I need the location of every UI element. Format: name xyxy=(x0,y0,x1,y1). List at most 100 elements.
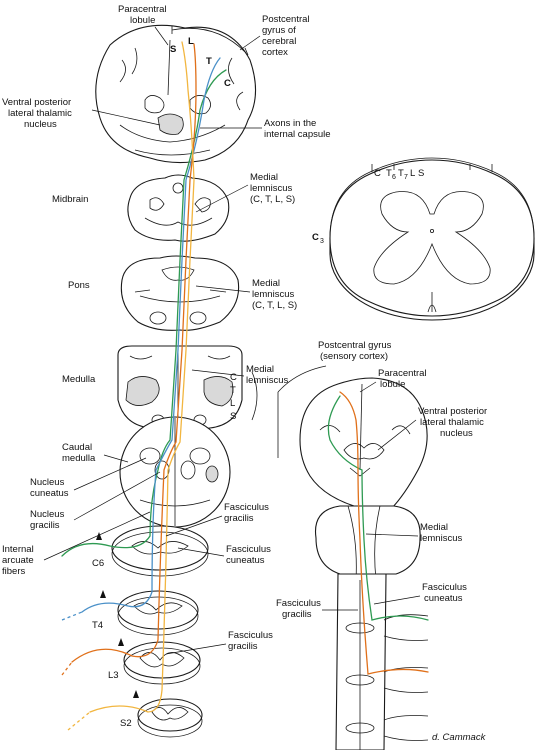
svg-text:S2: S2 xyxy=(120,718,132,729)
svg-text:cerebral: cerebral xyxy=(262,36,296,47)
svg-text:cuneatus: cuneatus xyxy=(226,555,265,566)
svg-text:Medial: Medial xyxy=(420,522,448,533)
svg-text:3: 3 xyxy=(320,238,324,245)
label-postcentral-gyrus: Postcentral gyrus of cerebral cortex xyxy=(239,14,310,58)
svg-text:internal capsule: internal capsule xyxy=(264,129,331,140)
svg-text:C: C xyxy=(312,232,319,243)
svg-text:Paracentral: Paracentral xyxy=(378,368,427,379)
svg-text:fibers: fibers xyxy=(2,566,25,577)
lumbar-root-dashed xyxy=(61,661,73,676)
svg-text:T: T xyxy=(206,56,212,67)
svg-text:gracilis: gracilis xyxy=(228,641,258,652)
label-fasciculus-gracilis-lower: Fasciculus gracilis xyxy=(165,630,273,655)
ctls-bracket xyxy=(251,371,258,421)
svg-text:gracilis: gracilis xyxy=(30,520,60,531)
artist-signature: d. Cammack xyxy=(432,732,487,743)
l3-arrow xyxy=(118,638,124,646)
label-right-vpl-nucleus: Ventral posterior lateral thalamic nucle… xyxy=(377,406,487,451)
label-internal-arcuate-fibers: Internal arcuate fibers xyxy=(2,511,151,577)
label-right-paracentral-lobule: Paracentral lobule xyxy=(359,368,427,393)
svg-text:Fasciculus: Fasciculus xyxy=(228,630,273,641)
ctls-letters: C T L S xyxy=(230,372,237,422)
svg-text:T: T xyxy=(386,168,392,179)
c3-level-label: C 3 xyxy=(312,232,324,245)
c3-dorsal-letters: C T 6 T 7 L S xyxy=(374,168,424,181)
svg-text:C: C xyxy=(374,168,381,179)
cortex-letters: S L T C xyxy=(170,36,231,89)
svg-text:cortex: cortex xyxy=(262,47,288,58)
svg-text:T: T xyxy=(230,385,236,396)
svg-text:S: S xyxy=(418,168,424,179)
label-right-postcentral-gyrus: Postcentral gyrus (sensory cortex) xyxy=(318,340,392,362)
right-gyrus-arc xyxy=(277,365,327,393)
svg-text:(sensory cortex): (sensory cortex) xyxy=(320,351,388,362)
svg-text:Fasciculus: Fasciculus xyxy=(226,544,271,555)
svg-text:C6: C6 xyxy=(92,558,104,569)
svg-text:Postcentral gyrus: Postcentral gyrus xyxy=(318,340,392,351)
label-right-medial-lemniscus: Medial lemniscus xyxy=(365,522,462,544)
svg-text:lemniscus: lemniscus xyxy=(252,289,294,300)
svg-text:lemniscus: lemniscus xyxy=(420,533,462,544)
svg-text:Caudal: Caudal xyxy=(62,442,92,453)
right-spinal-cord xyxy=(335,573,429,750)
svg-text:gracilis: gracilis xyxy=(224,513,254,524)
svg-text:Fasciculus: Fasciculus xyxy=(276,598,321,609)
svg-text:Axons in the: Axons in the xyxy=(264,118,316,129)
svg-text:cuneatus: cuneatus xyxy=(30,488,69,499)
svg-text:nucleus: nucleus xyxy=(24,119,57,130)
label-medial-lemniscus-midbrain: Medial lemniscus (C, T, L, S) xyxy=(195,172,295,213)
svg-text:Medial: Medial xyxy=(246,364,274,375)
label-internal-capsule: Axons in the internal capsule xyxy=(200,118,331,140)
svg-text:S: S xyxy=(230,411,236,422)
label-vpl-nucleus-left: Ventral posterior lateral thalamic nucle… xyxy=(2,97,161,130)
svg-text:cuneatus: cuneatus xyxy=(424,593,463,604)
tract-sacral xyxy=(89,41,195,713)
svg-text:Midbrain: Midbrain xyxy=(52,194,88,205)
right-brain-outline xyxy=(299,377,428,511)
svg-text:C: C xyxy=(224,78,231,89)
c6-arrow xyxy=(96,532,102,540)
svg-text:Paracentral: Paracentral xyxy=(118,4,167,15)
tract-cervical xyxy=(61,69,227,557)
svg-text:T: T xyxy=(398,168,404,179)
svg-text:Ventral posterior: Ventral posterior xyxy=(418,406,487,417)
s2-arrow xyxy=(133,690,139,698)
cord-section-s2 xyxy=(137,698,203,738)
label-fasciculus-gracilis-upper: Fasciculus gracilis xyxy=(165,502,269,537)
right-tract-cervical xyxy=(327,395,429,621)
label-fasciculus-cuneatus-upper: Fasciculus cuneatus xyxy=(177,544,271,566)
svg-text:Nucleus: Nucleus xyxy=(30,477,65,488)
label-medial-lemniscus-pons: Medial lemniscus (C, T, L, S) xyxy=(195,278,297,311)
svg-text:gracilis: gracilis xyxy=(282,609,312,620)
label-nucleus-cuneatus: Nucleus cuneatus xyxy=(30,457,147,499)
svg-text:gyrus of: gyrus of xyxy=(262,25,296,36)
svg-text:7: 7 xyxy=(404,174,408,181)
t4-arrow xyxy=(100,590,106,598)
svg-text:Medial: Medial xyxy=(250,172,278,183)
svg-text:S: S xyxy=(170,44,176,55)
svg-text:Fasciculus: Fasciculus xyxy=(224,502,269,513)
sacral-root-dashed xyxy=(67,711,91,731)
spinal-level-labels: C6 T4 L3 S2 xyxy=(92,558,132,729)
svg-text:Ventral posterior: Ventral posterior xyxy=(2,97,71,108)
label-medial-lemniscus-medulla: Medial lemniscus xyxy=(191,364,288,386)
thoracic-root-dashed xyxy=(61,611,83,621)
label-midbrain: Midbrain xyxy=(52,194,88,205)
svg-text:L3: L3 xyxy=(108,670,119,681)
svg-text:Internal: Internal xyxy=(2,544,34,555)
label-nucleus-gracilis: Nucleus gracilis xyxy=(30,471,161,531)
svg-text:C: C xyxy=(230,372,237,383)
caudal-medulla-section xyxy=(119,416,231,528)
svg-text:6: 6 xyxy=(392,174,396,181)
tract-thoracic xyxy=(81,57,221,613)
svg-text:medulla: medulla xyxy=(62,453,96,464)
right-cerebellum-brainstem xyxy=(314,505,421,581)
svg-text:L: L xyxy=(230,398,235,409)
svg-text:Pons: Pons xyxy=(68,280,90,291)
svg-text:(C, T, L, S): (C, T, L, S) xyxy=(250,194,295,205)
label-pons: Pons xyxy=(68,280,90,291)
midbrain-section xyxy=(127,174,230,242)
label-right-fasciculus-cuneatus: Fasciculus cuneatus xyxy=(373,582,467,605)
